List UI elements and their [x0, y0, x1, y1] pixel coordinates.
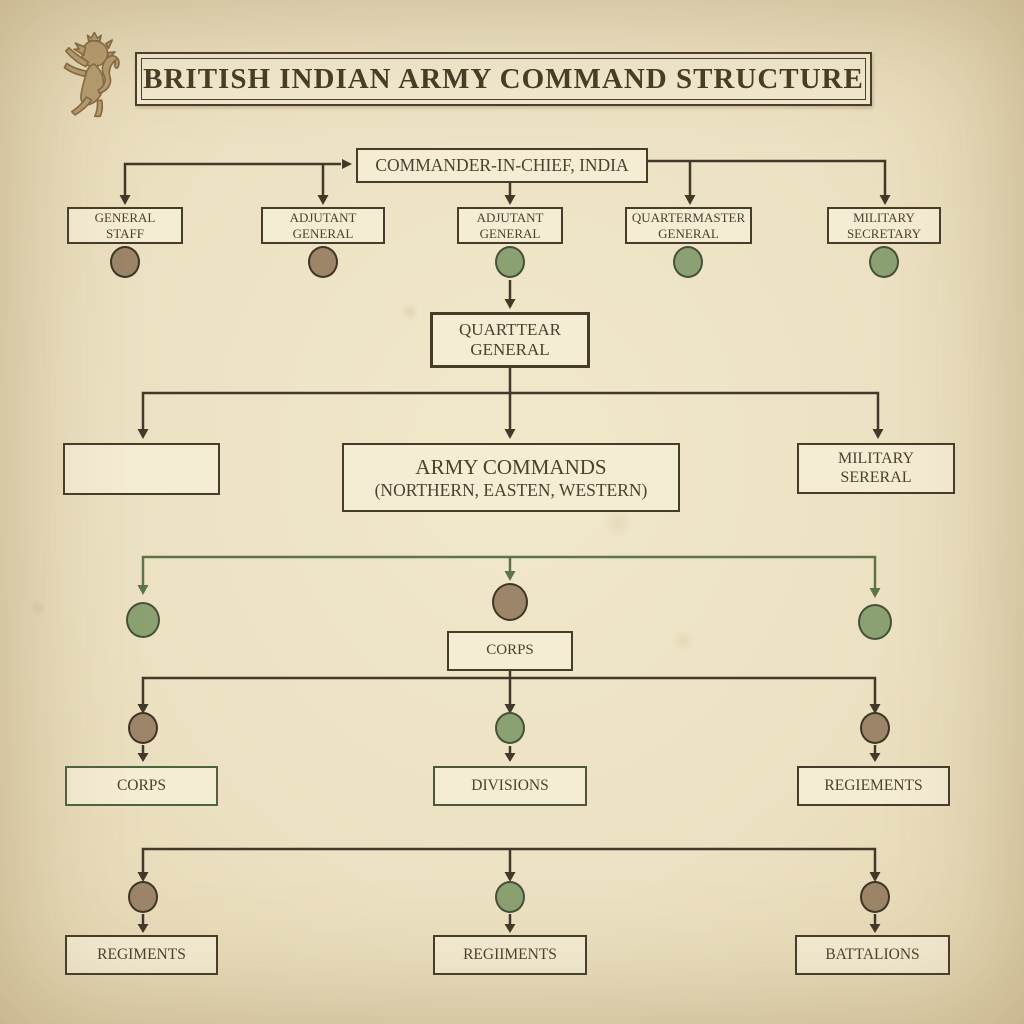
- node-military-sereral: MILITARY SERERAL: [797, 443, 955, 494]
- staff-dot-5: [869, 246, 899, 278]
- unit-dot-2: [495, 881, 525, 913]
- node-label: MILITARY SERERAL: [837, 449, 915, 486]
- node-label: ADJUTANT GENERAL: [289, 210, 357, 241]
- node-label: ADJUTANT GENERAL: [476, 210, 544, 241]
- node-battalions: BATTALIONS: [795, 935, 950, 975]
- node-quartermaster-general: QUARTERMASTER GENERAL: [625, 207, 752, 244]
- node-army-commands: ARMY COMMANDS (NORTHERN, EASTEN, WESTERN…: [342, 443, 680, 512]
- node-label: CORPS: [116, 776, 167, 794]
- node-regiements: REGIEMENTS: [797, 766, 950, 806]
- node-label: CORPS: [486, 642, 534, 659]
- top-arrowheads: [119, 159, 891, 439]
- title-inner-frame: BRITISH INDIAN ARMY COMMAND STRUCTURE: [141, 58, 866, 100]
- page-title: BRITISH INDIAN ARMY COMMAND STRUCTURE: [143, 62, 864, 95]
- staff-dot-4: [673, 246, 703, 278]
- node-commander-in-chief: COMMANDER-IN-CHIEF, INDIA: [356, 148, 648, 183]
- node-label-line2: (NORTHERN, EASTEN, WESTERN): [374, 479, 648, 500]
- node-label: COMMANDER-IN-CHIEF, INDIA: [375, 155, 629, 176]
- node-label: GENERAL STAFF: [94, 210, 156, 241]
- top-connectors: [123, 159, 887, 431]
- node-label: DIVISIONS: [471, 776, 549, 794]
- staff-dot-1: [110, 246, 140, 278]
- node-military-secretary: MILITARY SECRETARY: [827, 207, 941, 244]
- node-label: REGIIMENTS: [463, 945, 557, 963]
- unit-dot-3: [860, 881, 890, 913]
- staff-dot-2: [308, 246, 338, 278]
- staff-dot-3: [495, 246, 525, 278]
- node-label: QUARTTEAR GENERAL: [459, 319, 561, 359]
- formation-dot-3: [860, 712, 890, 744]
- node-corps-hub: CORPS: [447, 631, 573, 671]
- unit-dot-1: [128, 881, 158, 913]
- formation-dot-1: [128, 712, 158, 744]
- command-dot-1: [126, 602, 160, 638]
- node-regiments: REGIMENTS: [65, 935, 218, 975]
- node-label: REGIMENTS: [97, 945, 186, 963]
- node-quarttear-general: QUARTTEAR GENERAL: [430, 312, 590, 368]
- bottom-arrowheads: [137, 872, 881, 933]
- node-adjutant-general-2: ADJUTANT GENERAL: [457, 207, 563, 244]
- node-adjutant-general-1: ADJUTANT GENERAL: [261, 207, 385, 244]
- lion-rampant-crest-icon: [44, 28, 140, 120]
- node-corps: CORPS: [65, 766, 218, 806]
- formation-dot-2: [495, 712, 525, 744]
- node-label-line1: ARMY COMMANDS: [415, 454, 607, 479]
- command-dot-3: [858, 604, 892, 640]
- node-label: REGIEMENTS: [824, 776, 923, 794]
- node-regiiments: REGIIMENTS: [433, 935, 587, 975]
- command-dot-2: [492, 583, 528, 621]
- green-arrowheads: [137, 571, 881, 598]
- node-label: QUARTERMASTER GENERAL: [631, 210, 746, 241]
- node-empty-command: [63, 443, 220, 495]
- node-label: BATTALIONS: [825, 945, 920, 963]
- node-divisions: DIVISIONS: [433, 766, 587, 806]
- node-label: MILITARY SECRETARY: [846, 210, 922, 241]
- mid-arrowheads: [137, 704, 881, 762]
- title-banner: BRITISH INDIAN ARMY COMMAND STRUCTURE: [135, 52, 872, 106]
- node-general-staff: GENERAL STAFF: [67, 207, 183, 244]
